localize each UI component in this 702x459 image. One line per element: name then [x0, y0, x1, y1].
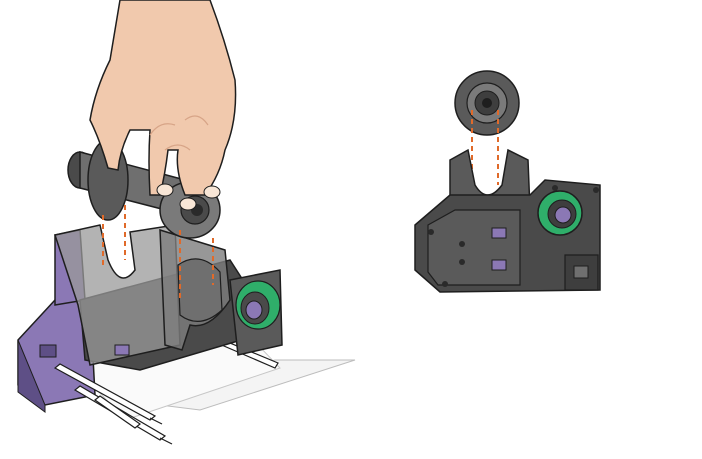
- bracket-cradle: [177, 258, 223, 322]
- insertion-guide-lines-right: [471, 110, 499, 185]
- face-clip-top: [491, 227, 507, 239]
- frame-clip-1: [114, 344, 130, 356]
- gear-housing: [229, 269, 283, 356]
- face-clip-bottom: [491, 259, 507, 271]
- latch-tab: [573, 265, 589, 279]
- left-assembly: [17, 0, 356, 445]
- bracket-face: [427, 209, 521, 286]
- gear-icon: [537, 190, 583, 236]
- right-assembly: [414, 70, 601, 293]
- purple-side-shadow: [17, 339, 46, 413]
- insertion-guide-lines-left: [102, 205, 214, 300]
- hand-icon: [89, 0, 237, 211]
- frame-clip-2: [39, 344, 57, 358]
- spindle-side-icon: [454, 70, 520, 136]
